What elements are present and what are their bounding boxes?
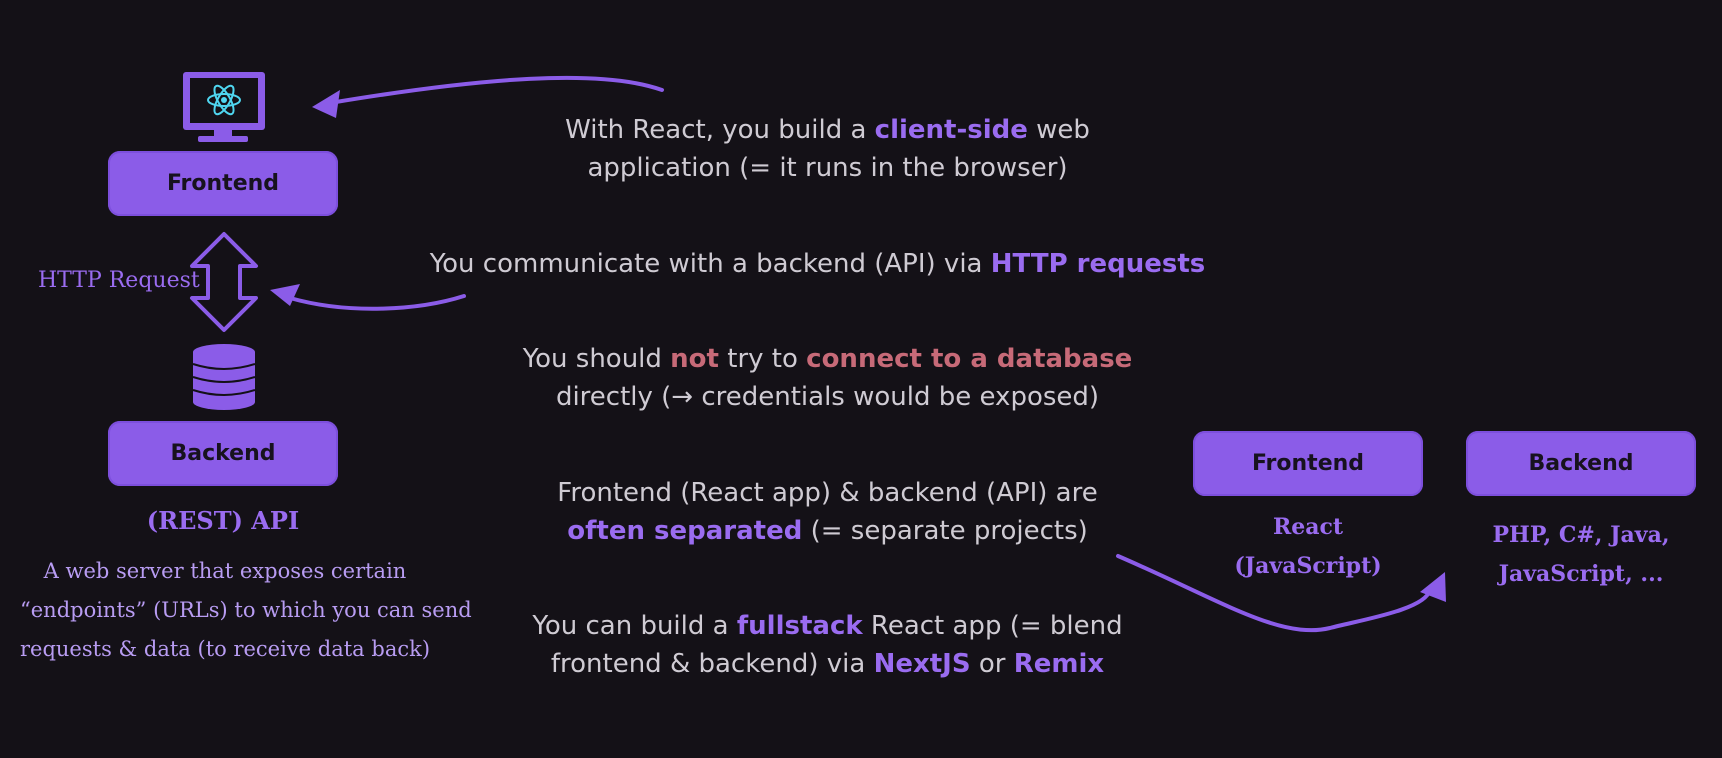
api-desc-line: A web server that exposes certain [43,559,407,583]
text: frontend & backend) via [550,649,874,679]
statement-http: You communicate with a backend (API) via… [380,245,1255,283]
frontend-tech-line: (JavaScript) [1234,553,1382,579]
text: Frontend (React app) & backend (API) are [557,478,1098,508]
backend-label: Backend [170,441,276,466]
text: You should [522,344,671,374]
arrow-to-http [270,284,466,311]
text: (= separate projects) [802,516,1088,546]
statement-fullstack: You can build a fullstack React app (= b… [470,607,1185,683]
backend-box: Backend [108,421,338,486]
highlight: Remix [1013,649,1105,679]
highlight: NextJS [873,649,971,679]
statement-database: You should not try to connect to a datab… [440,340,1215,416]
text: React app (= blend [862,611,1123,641]
arrow-to-backend [1116,554,1446,633]
text: try to [718,344,807,374]
api-desc-line: “endpoints” (URLs) to which you can send [20,598,472,622]
database-icon [192,344,256,410]
right-backend-box: Backend [1466,431,1696,496]
monitor-react-icon [183,72,265,142]
arrow-to-frontend [312,75,664,118]
backend-tech-line: PHP, C#, Java, [1492,522,1670,548]
text: web [1027,115,1090,145]
text: You can build a [532,611,737,641]
right-frontend-box: Frontend [1193,431,1423,496]
frontend-label: Frontend [166,171,280,196]
frontend-box: Frontend [108,151,338,216]
warning: not [670,344,719,374]
right-frontend-label: Frontend [1251,451,1365,476]
text: directly (→ credentials would be exposed… [555,382,1100,412]
warning: connect to a database [806,344,1133,374]
frontend-tech-line: React [1272,514,1344,540]
highlight: often separated [567,516,803,546]
double-arrow-icon [190,232,258,332]
statement-separated: Frontend (React app) & backend (API) are… [490,474,1165,550]
frontend-tech: React (JavaScript) [1193,508,1423,586]
highlight: fullstack [736,611,863,641]
api-desc-line: requests & data (to receive data back) [20,637,431,661]
statement-client-side: With React, you build a client-side web … [480,111,1175,187]
api-description: A web server that exposes certain “endpo… [20,552,472,669]
backend-tech-line: JavaScript, ... [1498,561,1664,587]
backend-tech: PHP, C#, Java, JavaScript, ... [1466,516,1696,594]
http-request-label: HTTP Request [38,268,200,293]
right-backend-label: Backend [1528,451,1634,476]
text: or [970,649,1014,679]
highlight: client-side [874,115,1028,145]
text: You communicate with a backend (API) via [429,249,991,279]
text: application (= it runs in the browser) [587,153,1068,183]
rest-api-title: (REST) API [146,506,300,535]
text: With React, you build a [565,115,875,145]
highlight: HTTP requests [990,249,1206,279]
